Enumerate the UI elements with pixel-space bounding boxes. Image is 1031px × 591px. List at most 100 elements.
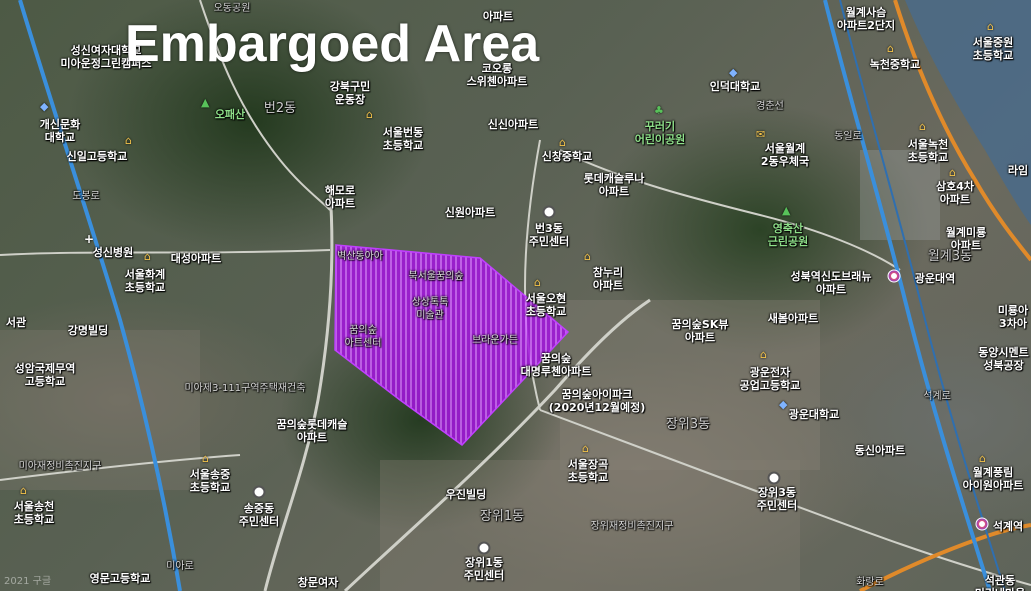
park-icon: ♣ bbox=[654, 104, 664, 117]
label-dreamsup-ipark: 꿈의숲아이파크(2020년12월예정) bbox=[548, 388, 646, 414]
school-icon: ⌂ bbox=[949, 166, 956, 179]
label-embargo-1: 벽산동아아 bbox=[337, 251, 383, 262]
label-ochon: 오동공원 bbox=[213, 3, 251, 14]
college-icon: ◆ bbox=[729, 66, 738, 79]
road-arterial bbox=[893, 0, 1031, 262]
rail-line bbox=[18, 0, 182, 591]
school-icon: ⌂ bbox=[582, 442, 589, 455]
label-embargo-5: 브라운가든 bbox=[472, 335, 518, 346]
label-seokgye-station: 석계역 bbox=[992, 520, 1024, 533]
school-icon: ⌂ bbox=[584, 250, 591, 263]
school-icon: ⌂ bbox=[987, 20, 994, 33]
label-embargo-2: 북서울꿈의숲 bbox=[408, 271, 464, 282]
label-beon2dong: 번2동 bbox=[263, 101, 297, 116]
post-office-icon: ✉ bbox=[756, 128, 766, 141]
label-jangwi3dong: 장위3동 bbox=[665, 417, 711, 432]
label-mia3-redevelop: 미아제3-111구역주택재건축 bbox=[184, 383, 306, 394]
road-major bbox=[559, 149, 901, 271]
mountain-icon: ▲ bbox=[782, 204, 791, 217]
label-wolgye3dong: 월계3동 bbox=[927, 249, 973, 264]
river bbox=[905, 0, 1031, 225]
school-icon: ⌂ bbox=[202, 452, 209, 465]
school-icon: ⌂ bbox=[125, 134, 132, 147]
urban-block bbox=[560, 300, 820, 470]
station-icon bbox=[887, 269, 901, 283]
label-road-gyeongchun: 경춘선 bbox=[756, 101, 784, 112]
label-sinsinapt: 신신아파트 bbox=[487, 118, 539, 131]
community-center-icon bbox=[767, 471, 781, 485]
school-icon: ⌂ bbox=[979, 452, 986, 465]
label-opaesan: 오패산 bbox=[214, 108, 246, 121]
road-arterial bbox=[859, 523, 1031, 591]
school-icon: ⌂ bbox=[534, 276, 541, 289]
label-road-miryung: 미아로 bbox=[166, 561, 194, 572]
label-dongsin-apt: 동신아파트 bbox=[854, 444, 906, 457]
road-major bbox=[263, 189, 334, 591]
label-apt-top: 아파트 bbox=[482, 10, 514, 23]
community-center-icon bbox=[252, 485, 266, 499]
label-gwangun-univ: 광운대학교 bbox=[788, 408, 840, 421]
label-mia-redevelop-zone: 미아재정비촉진지구 bbox=[18, 461, 102, 472]
label-sinil-high: 신일고등학교 bbox=[66, 150, 128, 163]
hospital-icon: + bbox=[84, 232, 95, 246]
label-road-seokgye: 석계로 bbox=[923, 391, 951, 402]
urban-block bbox=[0, 330, 200, 490]
road-major bbox=[199, 0, 331, 211]
school-icon: ⌂ bbox=[366, 108, 373, 121]
school-icon: ⌂ bbox=[20, 484, 27, 497]
label-daesung-apt: 대성아파트 bbox=[170, 252, 222, 265]
school-icon: ⌂ bbox=[887, 42, 894, 55]
label-laim: 라임 bbox=[1007, 164, 1029, 177]
label-sinchang-mid: 신창중학교 bbox=[541, 150, 593, 163]
label-gangmyeong: 강명빌딩 bbox=[67, 324, 109, 337]
school-icon: ⌂ bbox=[760, 348, 767, 361]
road-major bbox=[343, 298, 651, 591]
rail-line bbox=[823, 0, 992, 591]
college-icon: ◆ bbox=[779, 398, 788, 411]
college-icon: ◆ bbox=[40, 100, 49, 113]
label-yeongmun-high: 영문고등학교 bbox=[89, 572, 151, 585]
label-induk: 인덕대학교 bbox=[709, 80, 761, 93]
school-icon: ⌂ bbox=[559, 136, 566, 149]
label-changmun-girls: 창문여자 bbox=[297, 576, 339, 589]
label-nokcheon-mid: 녹천중학교 bbox=[869, 58, 921, 71]
road-major bbox=[539, 409, 1031, 586]
label-gwangun-station: 광운대역 bbox=[914, 272, 956, 285]
rail-line bbox=[839, 0, 1006, 591]
label-woojin: 우진빌딩 bbox=[445, 488, 487, 501]
map-attribution: 2021 구글 bbox=[4, 576, 52, 587]
label-road-dongil: 동일로 bbox=[834, 131, 862, 142]
mountain-icon: ▲ bbox=[201, 96, 210, 109]
label-jangwi-redevelop: 장위재정비촉진지구 bbox=[590, 521, 674, 532]
